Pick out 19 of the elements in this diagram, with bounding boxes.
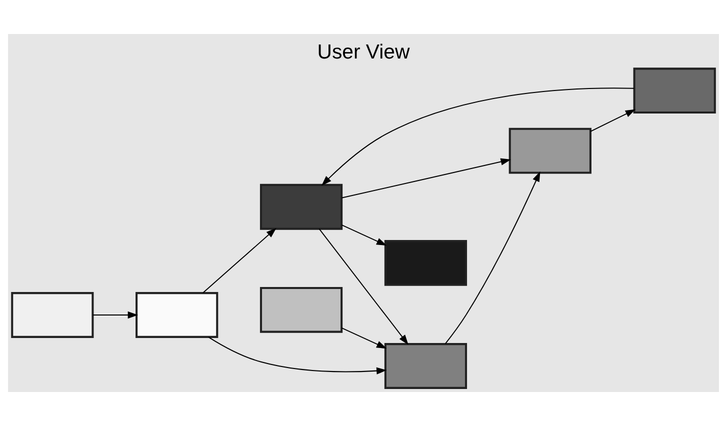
node-box xyxy=(11,292,94,338)
arrow xyxy=(92,310,138,318)
arrow xyxy=(208,336,387,374)
node-box xyxy=(260,286,343,332)
arrow xyxy=(318,228,408,344)
arrow xyxy=(342,158,511,198)
node-box xyxy=(384,240,468,286)
arrow xyxy=(202,227,276,293)
diagram-title: User View xyxy=(317,40,410,63)
arrow xyxy=(342,224,387,246)
arrow xyxy=(321,87,634,186)
node-box xyxy=(384,342,468,388)
node-box xyxy=(136,292,218,338)
arrow xyxy=(342,327,387,348)
node-box xyxy=(260,183,343,230)
arrow xyxy=(590,108,636,132)
arrow xyxy=(444,170,540,344)
node-box xyxy=(508,127,592,174)
node-box xyxy=(633,67,716,114)
